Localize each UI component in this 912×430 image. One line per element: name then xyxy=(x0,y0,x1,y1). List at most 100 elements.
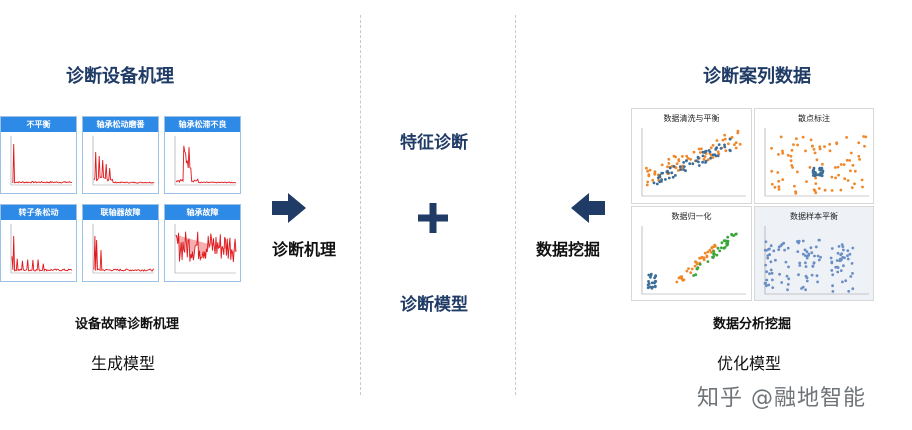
scatter-point xyxy=(692,150,696,154)
scatter-point xyxy=(814,245,818,249)
scatter-point xyxy=(851,272,854,275)
scatter-point xyxy=(786,288,789,292)
scatter-point xyxy=(714,154,718,158)
scatter-point xyxy=(710,246,714,250)
scatter-point xyxy=(770,169,774,173)
scatter-point xyxy=(797,241,800,245)
left-subcaption: 生成模型 xyxy=(91,354,156,373)
scatter-point xyxy=(720,241,724,245)
scatter-point xyxy=(715,139,719,142)
scatter-point xyxy=(837,245,841,248)
scatter-point xyxy=(813,171,816,175)
scatter-point xyxy=(819,255,822,259)
arrow-left-icon xyxy=(571,193,605,223)
scatter-point xyxy=(675,280,679,284)
middle-bottom-label: 诊断模型 xyxy=(400,295,468,315)
scatter-point xyxy=(723,246,727,249)
scatter-point xyxy=(665,170,669,174)
scatter-point xyxy=(805,250,809,254)
scatter-point xyxy=(808,166,812,169)
scatter-point xyxy=(864,135,868,139)
scatter-point xyxy=(714,148,718,151)
scatter-point xyxy=(768,272,771,276)
scatter-point xyxy=(779,135,783,139)
scatter-point xyxy=(701,160,704,164)
scatter-point xyxy=(720,246,723,250)
scatter-point xyxy=(694,159,698,163)
scatter-point xyxy=(719,147,723,150)
scatter-point xyxy=(704,161,707,164)
scatter-point xyxy=(653,284,657,288)
scatter-point xyxy=(698,256,701,260)
scatter-point xyxy=(653,170,657,173)
scatter-point xyxy=(699,151,702,154)
scatter-point xyxy=(805,254,809,258)
scatter-point xyxy=(693,264,697,268)
scatter-point xyxy=(672,165,676,168)
spectrum-plot xyxy=(92,224,155,274)
arrow-right-icon xyxy=(272,193,306,223)
scatter-point xyxy=(765,270,768,274)
scatter-point xyxy=(766,256,770,260)
scatter-point xyxy=(706,250,710,254)
scatter-point xyxy=(654,280,658,283)
spectrum-line xyxy=(11,143,73,184)
scatter-point xyxy=(702,258,706,261)
scatter-point xyxy=(700,147,703,151)
scatter-point xyxy=(664,178,667,181)
fault-panels-grid: 不平衡 轴承松动磨番 轴承松滞不良 转子条松动 联轴器故障 轴承故障 xyxy=(0,116,246,286)
scatter-point xyxy=(779,244,783,248)
scatter-point xyxy=(689,271,693,275)
scatter-point xyxy=(715,253,719,257)
scatter-point xyxy=(650,281,654,285)
scatter-point xyxy=(837,173,840,177)
scatter-point xyxy=(704,149,708,153)
scatter-point xyxy=(685,159,688,162)
fault-panel-bearing-misalign: 轴承松滞不良 xyxy=(164,116,241,194)
scatter-point xyxy=(849,275,853,278)
fault-panel-bearing-looseness: 轴承松动磨番 xyxy=(82,116,159,194)
scatter-plots-grid: 数据清洗与平衡 散点标注 数据归一化 数据样本平衡 xyxy=(631,108,874,301)
scatter-point xyxy=(848,252,852,256)
scatter-point xyxy=(675,162,679,166)
right-subcaption: 优化模型 xyxy=(717,354,782,373)
scatter-point xyxy=(849,169,852,173)
scatter-point xyxy=(671,175,675,179)
scatter-point xyxy=(695,262,699,266)
scatter-point xyxy=(829,256,833,260)
scatter-point xyxy=(698,263,702,266)
scatter-point xyxy=(776,171,780,174)
scatter-point xyxy=(764,240,768,244)
scatter-point xyxy=(804,265,808,268)
scatter-point xyxy=(677,158,681,161)
scatter-point xyxy=(801,285,805,289)
scatter-point xyxy=(821,162,824,166)
scatter-point xyxy=(660,163,664,167)
scatter-point xyxy=(650,286,654,290)
scatter-point xyxy=(819,168,822,172)
scatter-point xyxy=(769,244,773,248)
plot-axes xyxy=(641,128,746,197)
scatter-point xyxy=(711,255,714,259)
scatter-point xyxy=(765,284,768,288)
scatter-point xyxy=(647,280,650,283)
scatter-point xyxy=(777,248,781,251)
scatter-point xyxy=(834,176,837,180)
scatter-point xyxy=(723,137,727,141)
scatter-point xyxy=(845,158,849,162)
plot-axes xyxy=(764,226,869,295)
scatter-point xyxy=(830,261,834,265)
scatter-point xyxy=(724,149,728,153)
scatter-point xyxy=(670,171,674,175)
scatter-point xyxy=(848,159,852,162)
scatter-point xyxy=(797,273,800,277)
scatter-point xyxy=(801,239,805,243)
spectrum-line xyxy=(175,145,237,184)
spectrum-line xyxy=(11,235,73,272)
scatter-point xyxy=(734,141,738,144)
scatter-point xyxy=(768,247,771,251)
scatter-point xyxy=(733,143,736,147)
scatter-point xyxy=(790,148,794,152)
scatter-point xyxy=(725,243,729,247)
scatter-point xyxy=(839,269,843,272)
